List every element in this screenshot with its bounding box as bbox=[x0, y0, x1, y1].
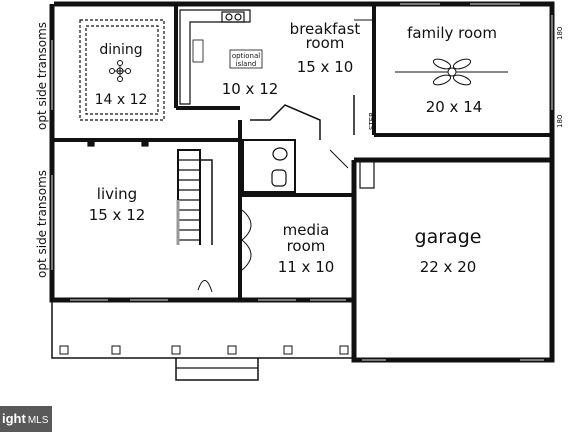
family-room-label: family room bbox=[407, 24, 497, 42]
breakfast-label: breakfast bbox=[290, 20, 361, 38]
porch bbox=[51, 300, 354, 359]
media-room-label-room: room bbox=[287, 237, 326, 255]
breakfast-label-room: room bbox=[306, 34, 345, 52]
media-room-size: 11 x 10 bbox=[278, 258, 335, 276]
windows bbox=[51, 3, 553, 361]
side-transoms-label-bottom: opt side transoms bbox=[35, 170, 49, 278]
island-label: optional bbox=[232, 52, 260, 60]
sink-icon bbox=[221, 11, 245, 23]
step-label: STEP bbox=[368, 113, 376, 130]
garage-step bbox=[359, 159, 375, 189]
sink-bath-icon bbox=[272, 147, 288, 161]
chandelier-icon bbox=[109, 60, 131, 82]
dining-size: 14 x 12 bbox=[95, 92, 148, 108]
living-label: living bbox=[97, 185, 137, 203]
dining-label: dining bbox=[99, 42, 142, 58]
toilet-icon bbox=[271, 169, 287, 187]
dining-ceiling-tray bbox=[79, 19, 165, 121]
staircase bbox=[176, 149, 213, 245]
breakfast-size: 15 x 10 bbox=[297, 58, 354, 76]
ceiling-fan-icon bbox=[395, 58, 508, 86]
kitchen-size: 10 x 12 bbox=[222, 80, 279, 98]
island-outline bbox=[229, 49, 263, 69]
porch-columns bbox=[59, 345, 349, 355]
garage-size: 22 x 20 bbox=[420, 258, 477, 276]
front-step bbox=[175, 358, 259, 381]
side-transoms-label-top: opt side transoms bbox=[35, 22, 49, 130]
powder-room bbox=[242, 139, 296, 193]
living-size: 15 x 12 bbox=[89, 206, 146, 224]
media-room-label: media bbox=[283, 221, 330, 239]
island-label-2: island bbox=[236, 60, 257, 68]
family-room-size: 20 x 14 bbox=[426, 98, 483, 116]
window-label-bottom: 180 bbox=[556, 115, 564, 128]
garage-label: garage bbox=[415, 226, 482, 248]
window-label-top: 180 bbox=[556, 27, 564, 40]
kitchen-counter bbox=[179, 9, 251, 105]
